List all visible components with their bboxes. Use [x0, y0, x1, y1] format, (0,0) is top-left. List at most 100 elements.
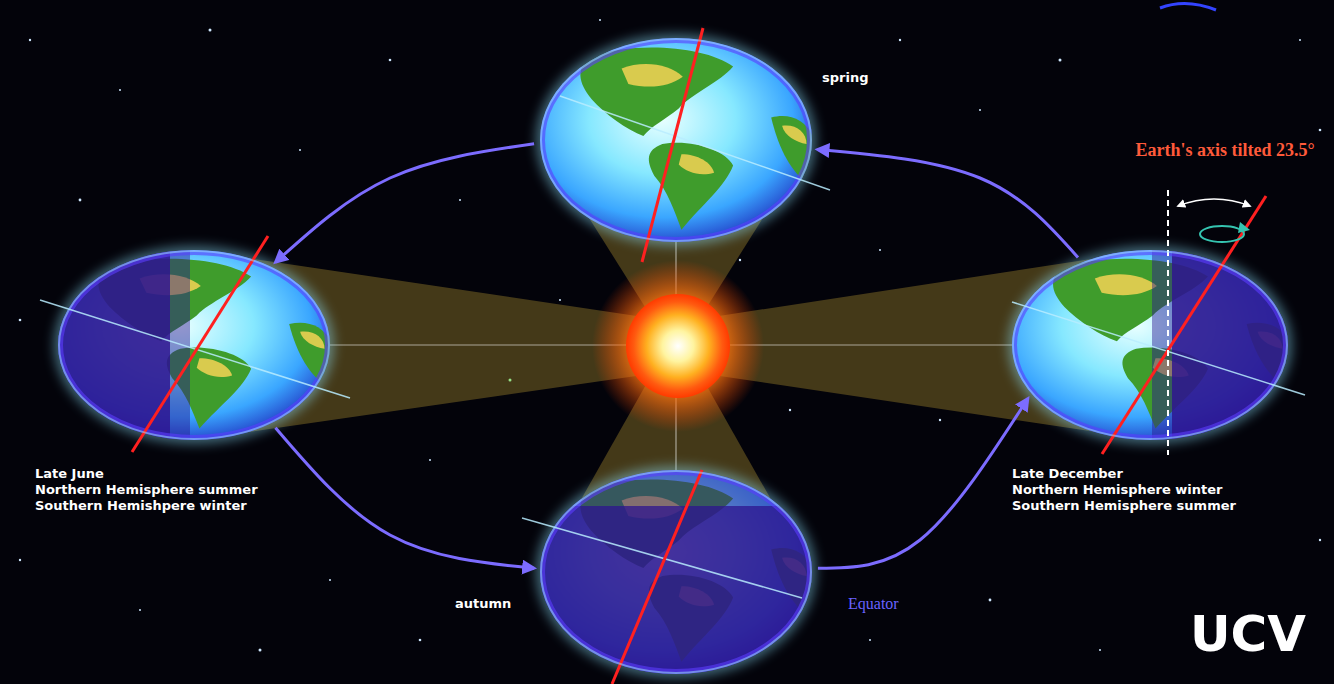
star [559, 299, 561, 301]
star [599, 19, 601, 21]
equator-label: Equator [848, 594, 899, 613]
season-label: Late June [35, 466, 258, 482]
star [19, 319, 22, 322]
season-label: Southern Hemisphere summer [1012, 498, 1236, 514]
earth-outline [540, 470, 812, 674]
earth-axis [1102, 196, 1266, 454]
earth-spring [540, 38, 815, 242]
tilt-arc [1178, 199, 1250, 206]
star [329, 579, 331, 581]
orbit-arrow [275, 144, 534, 262]
earth-halo [536, 466, 816, 678]
star [1299, 39, 1301, 41]
sun [592, 260, 764, 432]
earth-rim [540, 38, 812, 242]
season-label: Late December [1012, 466, 1236, 482]
earth-axis [642, 28, 703, 262]
night-side [1172, 250, 1292, 440]
star [899, 39, 901, 41]
season-caption: spring [822, 70, 868, 86]
earth-rim [58, 250, 330, 440]
season-caption: Late DecemberNorthern Hemisphere winterS… [1012, 466, 1236, 514]
earth-halo [1008, 246, 1292, 444]
equator-line [1012, 302, 1305, 395]
star [139, 609, 141, 611]
earth-axis [132, 236, 268, 452]
ink-mark [1160, 3, 1216, 10]
tilt-indicator [1168, 190, 1250, 455]
star [739, 259, 741, 261]
axis-lines [132, 28, 1266, 684]
earth-outline [58, 250, 330, 440]
star [29, 39, 31, 41]
earth-autumn [540, 470, 815, 676]
orbit-arrow [817, 149, 1078, 257]
rotation-ring [1200, 226, 1244, 242]
star [1319, 539, 1321, 541]
earth-outline-ellipse [1013, 251, 1287, 439]
orbit-arrow [818, 399, 1028, 569]
season-label: spring [822, 70, 868, 86]
star [939, 419, 941, 421]
earth-position: Late DecemberNorthern Hemisphere winterS… [1012, 250, 1288, 440]
earth-outline-ellipse [541, 471, 811, 673]
watermark: UCV [1190, 606, 1306, 662]
star [419, 639, 422, 642]
season-label: autumn [455, 596, 511, 612]
season-label: Southern Hemishpere winter [35, 498, 258, 514]
star [429, 459, 431, 461]
star [979, 109, 981, 111]
equator-line [40, 300, 350, 398]
star [259, 649, 262, 652]
season-caption: autumn [455, 596, 511, 612]
star [209, 29, 212, 32]
earth-position: spring [540, 38, 812, 242]
star [869, 639, 871, 641]
earth-rim [540, 470, 812, 674]
earth-rim [1012, 250, 1288, 440]
earth-position: Late JuneNorthern Hemisphere summerSouth… [58, 250, 330, 440]
season-label: Northern Hemisphere summer [35, 482, 258, 498]
vertical-reference [1167, 190, 1169, 455]
label-holder: Equator [848, 594, 899, 613]
earth-halo [536, 34, 816, 246]
star [79, 199, 82, 202]
label-holder: Earth's axis tilted 23.5° [1135, 140, 1315, 161]
star [879, 249, 881, 251]
earth-outline-ellipse [59, 251, 329, 439]
earth-december [1012, 250, 1292, 440]
earth-axis [612, 470, 702, 684]
equator-lines [40, 96, 1305, 598]
star [1099, 649, 1101, 651]
season-caption: Late JuneNorthern Hemisphere summerSouth… [35, 466, 258, 514]
earth-outline [1012, 250, 1288, 440]
axis-tilt-note: Earth's axis tilted 23.5° [1135, 140, 1315, 161]
earth-position: autumn [540, 470, 812, 674]
rotation-arrowhead [1238, 222, 1250, 233]
star [19, 559, 21, 561]
star [459, 199, 461, 201]
sun-glow [592, 260, 764, 432]
earth-halo [54, 246, 334, 444]
equator-line [560, 96, 830, 190]
earth-halos [54, 34, 1292, 678]
earth-june [58, 250, 333, 440]
label-holder: UCV [1190, 606, 1306, 662]
star [1059, 59, 1062, 62]
night-side [58, 250, 170, 440]
season-label: Northern Hemisphere winter [1012, 482, 1236, 498]
orbit-arrow [275, 428, 534, 568]
earth-outline-ellipse [541, 39, 811, 241]
star [989, 599, 992, 602]
earth-outline [540, 38, 812, 242]
star [789, 409, 791, 411]
star [389, 59, 392, 62]
star [1319, 129, 1322, 132]
equator-line [522, 518, 802, 598]
sun-disc [626, 294, 730, 398]
